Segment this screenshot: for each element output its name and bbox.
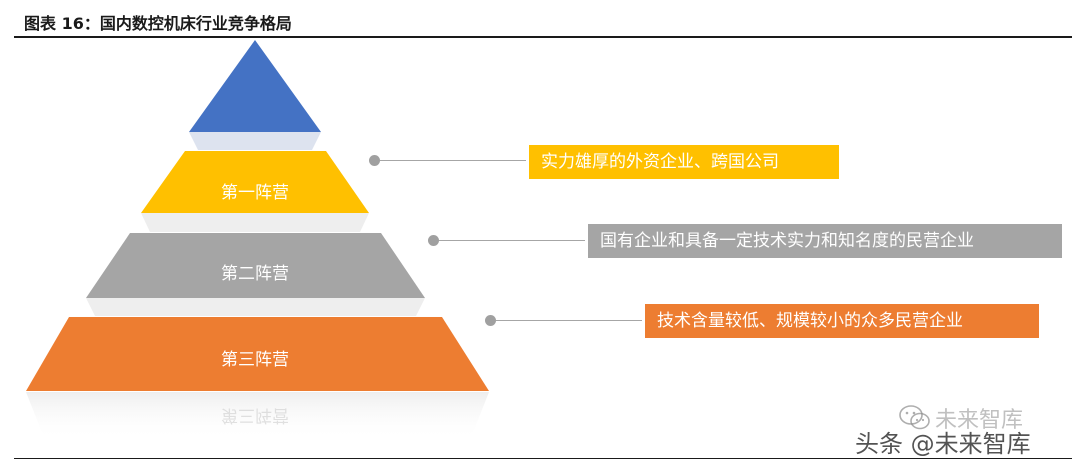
- tier-3-description: 技术含量较低、规模较小的众多民营企业: [645, 304, 1039, 338]
- tier-2-label: 第二阵营: [221, 264, 289, 284]
- tier-1-description: 实力雄厚的外资企业、跨国公司: [529, 145, 839, 179]
- connector-line-1: [380, 160, 526, 161]
- wechat-icon: [899, 405, 930, 430]
- connector-dot-1: [369, 155, 380, 166]
- bottom-rule: [14, 458, 1072, 459]
- connector-dot-3: [485, 315, 496, 326]
- tier-2-shape: [86, 233, 425, 298]
- connector-line-2: [439, 240, 585, 241]
- connector-line-3: [496, 320, 642, 321]
- apex-shadow: [189, 132, 321, 150]
- tier-3-label: 第三阵营: [221, 350, 289, 370]
- tier-1-label: 第一阵营: [221, 183, 289, 203]
- tier-3-reflection: [26, 392, 489, 440]
- connector-dot-2: [428, 235, 439, 246]
- watermark-line-2: 头条 @未来智库: [855, 430, 1031, 458]
- figure-title: 图表 16：国内数控机床行业竞争格局: [24, 14, 292, 33]
- watermark-line-1: 未来智库: [935, 408, 1024, 433]
- tier-1-shape: [141, 151, 369, 213]
- tier-2-description: 国有企业和具备一定技术实力和知名度的民营企业: [588, 224, 1062, 258]
- title-rule: [14, 36, 1072, 38]
- tier-3-label-reflection: 第三阵营: [221, 405, 289, 425]
- tier-3-shape: [26, 317, 489, 391]
- tier-1-shadow: [141, 213, 369, 232]
- pyramid-diagram: [26, 40, 489, 440]
- tier-2-shadow: [86, 298, 425, 316]
- pyramid-apex: [189, 40, 321, 132]
